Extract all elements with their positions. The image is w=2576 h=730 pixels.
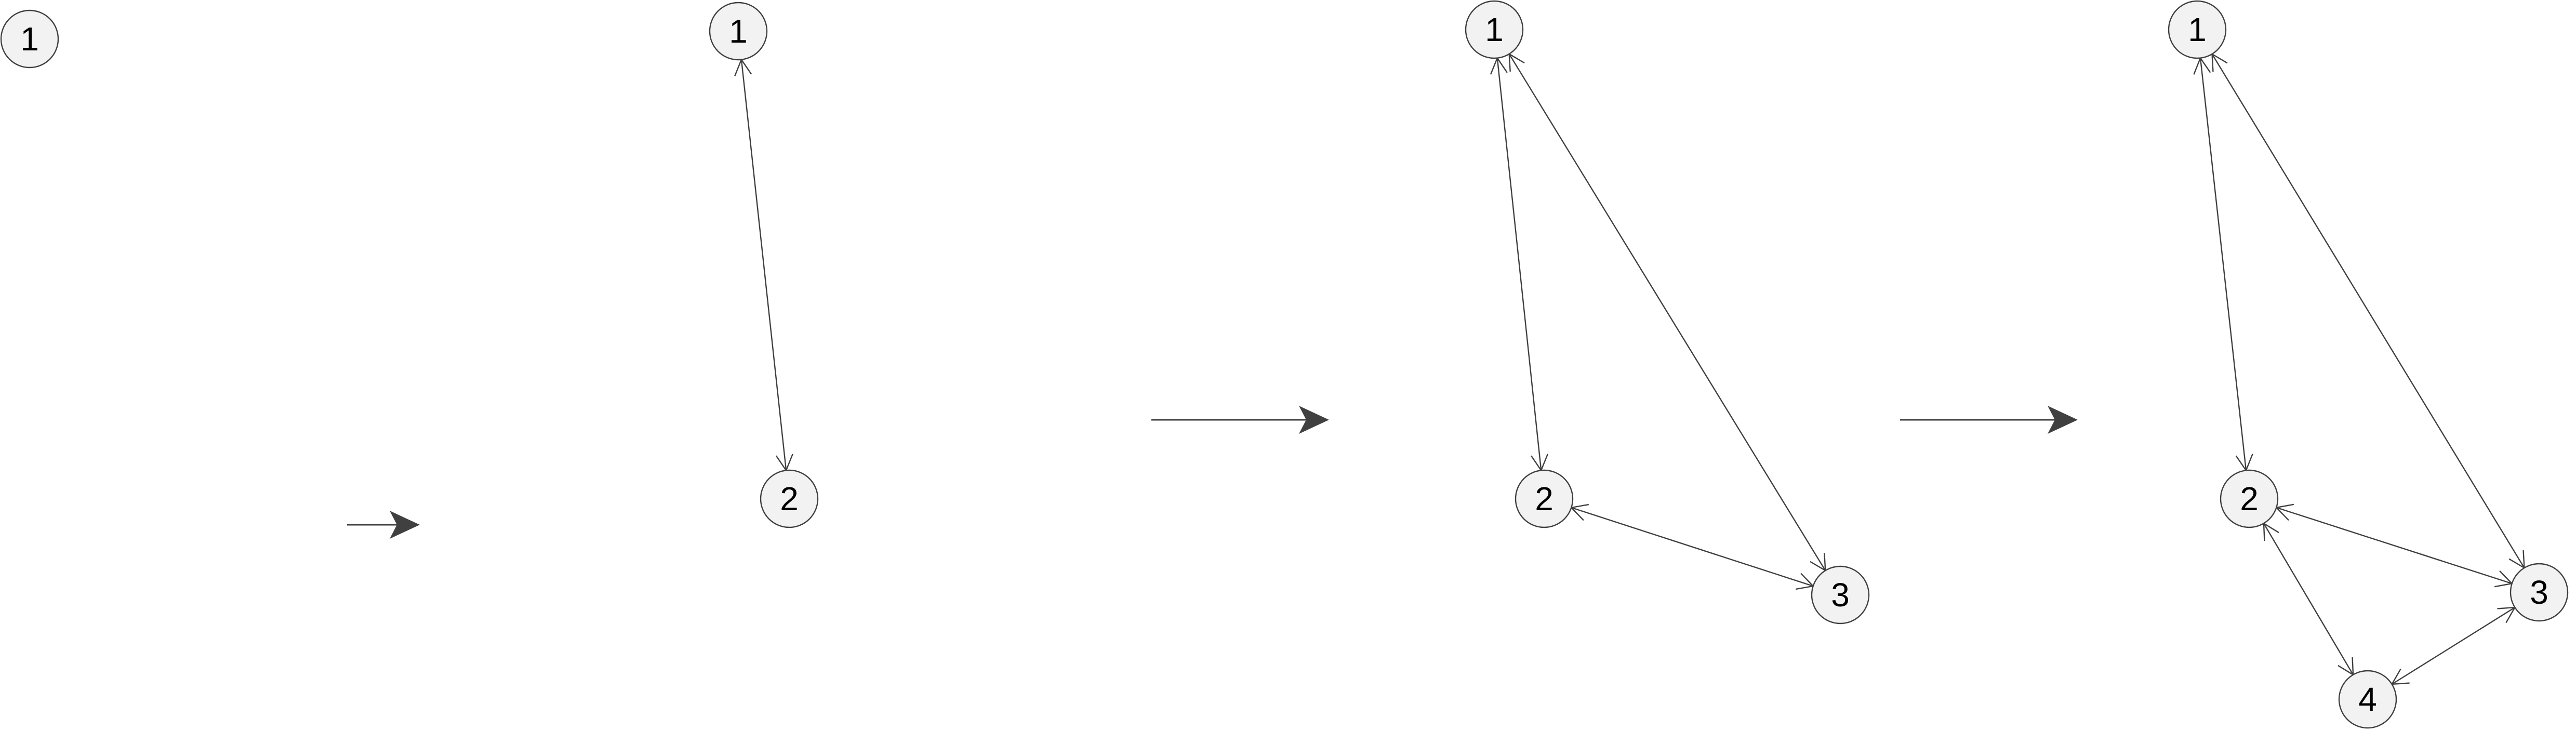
edge-line (1571, 507, 1814, 587)
edge-line (2392, 607, 2515, 685)
stage-4-node-4: 4 (2338, 670, 2397, 729)
edge-line (2263, 523, 2354, 675)
stage-1-node-1: 1 (0, 9, 59, 69)
node-circle (760, 469, 819, 528)
edge-line (2199, 58, 2247, 471)
edge-line (1496, 58, 1542, 471)
transition-arrow-2-to-3 (1151, 406, 1329, 434)
transition-arrow-head-icon (390, 511, 420, 539)
node-label: 1 (2188, 11, 2207, 48)
node-circle (2338, 670, 2397, 729)
stage-3-edge-1-2 (1490, 57, 1549, 472)
edge-line (2276, 507, 2513, 585)
node-label: 3 (2530, 574, 2548, 611)
edge-line (740, 59, 787, 471)
stage-4-edge-2-4 (2263, 522, 2354, 676)
stage-4-edge-2-3 (2275, 503, 2514, 588)
stage-4-node-2: 2 (2220, 469, 2279, 528)
node-circle (709, 2, 768, 61)
node-label: 4 (2358, 681, 2377, 718)
stage-3-node-2: 2 (1515, 469, 1574, 528)
node-circle (0, 9, 59, 69)
stage-3-node-3: 3 (1811, 565, 1870, 625)
stage-2-node-1: 1 (709, 2, 768, 61)
node-circle (2509, 563, 2569, 622)
node-label: 1 (20, 20, 39, 58)
node-circle (1811, 565, 1870, 625)
stage-4-edge-1-2 (2193, 57, 2253, 472)
stage-3-edge-2-3 (1570, 503, 1815, 590)
stage-2-graph: 12 (709, 2, 819, 528)
transition-arrow-head-icon (1299, 406, 1329, 434)
node-label: 2 (2240, 480, 2259, 517)
stage-4-graph: 1 2 3 4 (2168, 0, 2569, 729)
edge-line (2211, 54, 2525, 568)
stage-3-graph: 1 2 3 (1465, 0, 1870, 625)
node-label: 2 (1535, 480, 1553, 517)
transition-arrow-head-icon (2048, 406, 2078, 434)
transition-arrow-1-to-2 (347, 511, 420, 539)
node-label: 1 (729, 12, 748, 50)
stage-4-node-1: 1 (2168, 0, 2227, 59)
node-circle (2168, 0, 2227, 59)
edge-line (1508, 54, 1826, 571)
stage-3-node-1: 1 (1465, 0, 1524, 59)
node-label: 3 (1831, 576, 1850, 614)
node-circle (2220, 469, 2279, 528)
node-circle (1515, 469, 1574, 528)
stage-4-edge-3-4 (2391, 606, 2516, 685)
stage-2-node-2: 2 (760, 469, 819, 528)
node-circle (1465, 0, 1524, 59)
stage-1-graph: 1 (0, 9, 59, 69)
transition-arrow-3-to-4 (1900, 406, 2078, 434)
node-label: 2 (780, 480, 799, 517)
stage-4-node-3: 3 (2509, 563, 2569, 622)
node-label: 1 (1485, 11, 1504, 48)
stage-2-edge-1-2 (734, 58, 793, 472)
